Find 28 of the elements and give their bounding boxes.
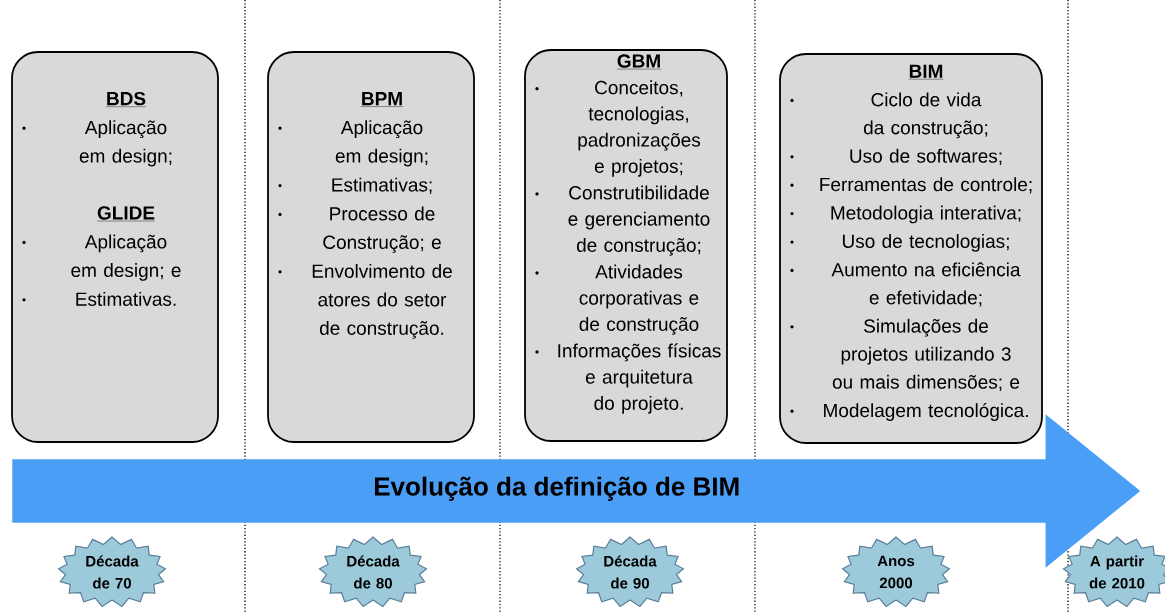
heading: BPM <box>360 92 404 107</box>
starburst-badge: Anos 2000 <box>841 536 951 608</box>
bullet-item: Aplicação em design; <box>22 120 172 167</box>
bullet-item: Processo de Construção; e <box>278 206 441 253</box>
bullet-item: Estimativas. <box>22 291 176 306</box>
bullet-item: Atividades corporativas e de construção <box>535 264 699 335</box>
bullet-item: Uso de softwares; <box>790 148 1002 166</box>
bullet-item: Envolvimento de atores do setor de construção. <box>278 263 452 339</box>
bullet-item: Informações físicas e arquitetura do projeto. <box>535 343 721 414</box>
bullet-item: Simulações de projetos utilizando 3 ou mais dimensões; e <box>790 318 1020 391</box>
bullet-item: Uso de tecnologias; <box>790 234 1009 252</box>
bullet-item: Conceitos, tecnologias, padronizações e projetos; <box>535 80 701 177</box>
bullet-item: Aumento na eficiência e efetividade; <box>790 262 1021 307</box>
heading: GBM <box>616 54 662 70</box>
starburst-badge: A partir de 2010 <box>1062 536 1165 608</box>
heading: BDS <box>105 91 147 107</box>
bullet-item: Construtibilidade e gerenciamento de construção; <box>535 185 710 256</box>
bullet-item: Aplicação em design; e <box>22 234 181 281</box>
starburst-badge: Década de 80 <box>318 536 428 608</box>
bullet-item: Aplicação em design; <box>278 120 428 167</box>
starburst-badge: Década de 90 <box>575 536 685 608</box>
bullet-item: Estimativas; <box>278 177 432 194</box>
heading: GLIDE <box>96 206 156 222</box>
starburst-badge: Década de 70 <box>57 536 167 608</box>
bullet-item: Ciclo de vida da construção; <box>790 92 988 139</box>
bullet-item: Ferramentas de controle; <box>790 177 1032 194</box>
bullet-item: Metodologia interativa; <box>790 205 1021 224</box>
heading: BIM <box>908 64 944 80</box>
